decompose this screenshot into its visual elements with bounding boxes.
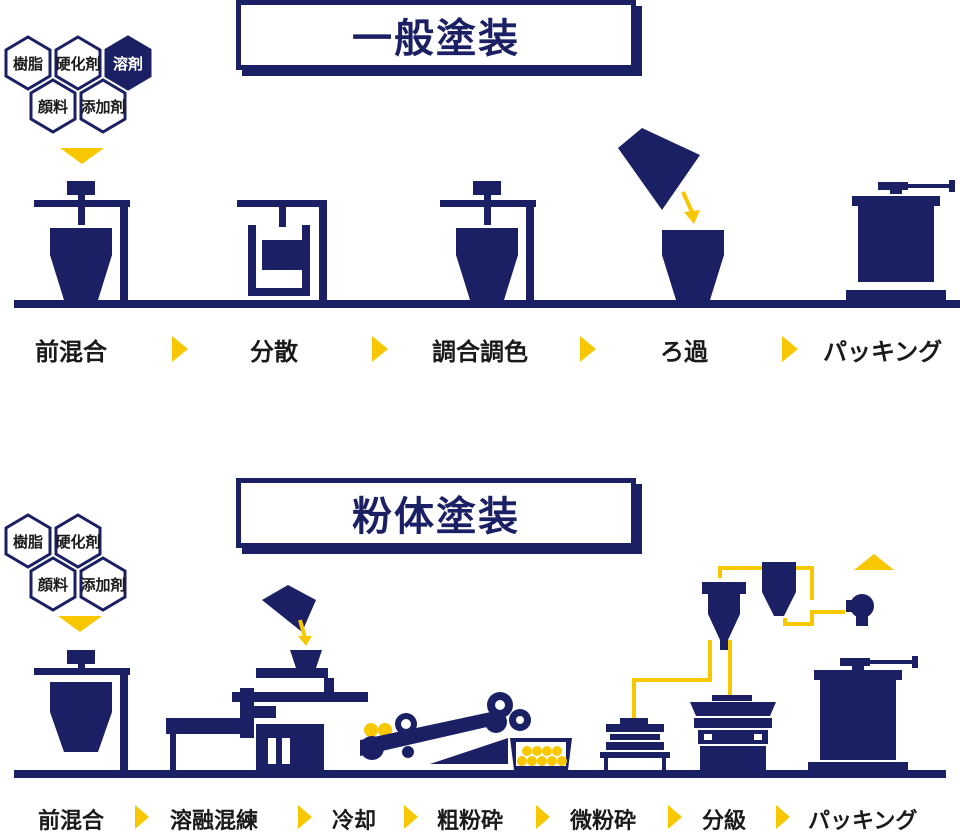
general-coating-title: 一般塗装 [236,0,636,70]
adjustment-mixer-icon [440,181,536,304]
step-dispersion: 分散 [250,338,298,366]
floor-line [14,770,946,778]
material-hex-additive: 添加剤 [79,556,127,612]
step-arrow-icon [404,805,418,829]
material-hex-hardener: 硬化剤 [54,35,102,91]
material-hex-resin: 樹脂 [4,513,52,569]
material-label: 硬化剤 [55,533,100,551]
coarse-crusher-tray-icon [510,738,572,770]
powder-coating-title: 粉体塗装 [236,478,636,548]
step-packing: パッキング [823,338,943,366]
floor-line [14,300,960,308]
step-cooling: 冷却 [332,809,377,834]
material-label: 添加剤 [80,576,125,594]
input-arrow-icon [58,616,102,632]
step-arrow-icon [536,805,550,829]
extruder-icon [166,585,368,772]
step-arrow-icon [782,336,798,362]
step-fine-crushing: 微粉砕 [570,809,637,834]
material-hex-additive: 添加剤 [79,78,127,134]
step-coarse-crushing: 粗粉砕 [437,809,504,834]
step-color-adjustment: 調合調色 [432,338,528,366]
pre-mixer-icon [34,650,130,774]
step-arrow-icon [372,336,388,362]
step-arrow-icon [580,336,596,362]
fine-mill-icon [600,640,712,772]
material-label: 添加剤 [80,98,125,116]
material-label: 硬化剤 [55,55,100,73]
step-melt-kneading: 溶融混練 [170,809,259,834]
material-label: 溶剤 [113,55,143,73]
packing-machine-icon [808,656,918,770]
material-hex-pigment: 顔料 [29,78,77,134]
input-arrow-icon [60,148,104,164]
step-packing: パッキング [808,809,918,834]
step-pre-mixing: 前混合 [38,809,105,834]
material-label: 樹脂 [13,55,43,73]
step-arrow-icon [298,805,312,829]
material-label: 顔料 [37,576,68,594]
disperser-icon [237,200,327,304]
material-label: 顔料 [37,98,68,116]
step-arrow-icon [172,336,188,362]
step-arrow-icon [776,805,790,829]
material-hex-resin: 樹脂 [4,35,52,91]
step-arrow-icon [135,805,149,829]
material-hex-solvent: 溶剤 [104,35,152,91]
step-pre-mixing: 前混合 [35,338,107,366]
step-filtration: ろ過 [660,338,708,366]
material-label: 樹脂 [13,533,43,551]
packing-machine-icon [846,180,955,300]
step-classification: 分級 [702,809,747,834]
pre-mixer-icon [34,181,130,304]
cooling-belt-icon [360,692,531,764]
material-hex-hardener: 硬化剤 [54,513,102,569]
general-coating-diagram: 樹脂 硬化剤 溶剤 顔料 添加剤 [4,35,960,308]
powder-coating-diagram: 樹脂 硬化剤 顔料 添加剤 [4,513,946,778]
classifier-icon [690,554,894,770]
step-arrow-icon [668,805,682,829]
filter-icon [618,128,724,300]
material-hex-pigment: 顔料 [29,556,77,612]
